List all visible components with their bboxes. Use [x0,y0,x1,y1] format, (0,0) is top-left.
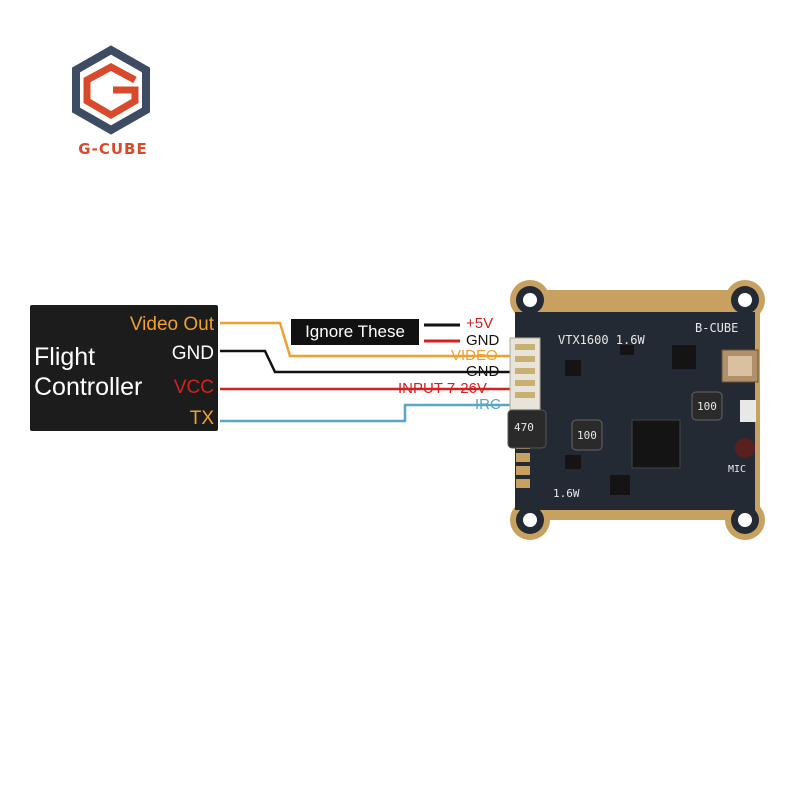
pcb-brand-label: B-CUBE [695,321,739,335]
pin-label-tx: TX [189,408,214,429]
inductor-large [507,409,547,449]
pcb-power-label: 1.6W [553,487,580,500]
antenna-connector [721,349,759,383]
flight-controller-box: Flight Controller Video Out GND VCC TX [30,305,218,431]
brand-name: G-CUBE [78,140,148,158]
wire-gnd [220,349,510,374]
pcb-model-label: VTX1600 1.6W [558,333,645,347]
inductor-small-1-label: 100 [577,429,597,442]
vtx-label-irc: IRC [475,396,501,413]
switch [740,400,756,422]
pin-header-connector [509,337,541,411]
microphone [735,438,755,458]
g-cube-logo-icon [72,45,150,135]
main-chip [631,419,681,469]
inductor-small-2-label: 100 [697,400,717,413]
vtx-label-gnd-top: GND [466,332,500,349]
ignore-note: Ignore These [291,319,419,345]
pcb-mic-label: MIC [728,464,747,475]
inductor-large-label: 470 [514,421,534,434]
inductor-small-2 [691,391,723,421]
vtx-label-input: INPUT 7-26V [398,380,487,397]
flight-controller-title-line1: Flight [34,343,96,371]
wire-tx [220,403,510,423]
wire-video [220,321,510,358]
secondary-chips [565,345,696,495]
vtx-label-gnd: GND [466,363,500,380]
vtx-board [510,280,765,540]
pin-label-video-out: Video Out [129,314,214,335]
vtx-label-5v: +5V [466,315,494,332]
pin-label-gnd: GND [171,343,214,364]
flight-controller-title-line2: Controller [34,373,143,401]
pin-label-vcc: VCC [173,377,214,398]
inductor-small-1 [571,419,603,451]
vtx-label-video: VIDEO [451,347,498,364]
